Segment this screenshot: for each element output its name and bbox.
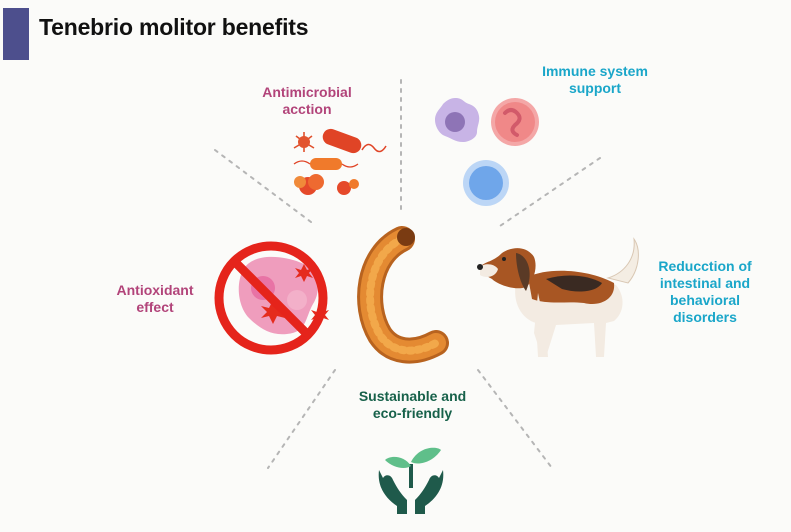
- spoke-lower-left: [267, 369, 336, 469]
- spoke-upper-right: [496, 157, 601, 229]
- page-title: Tenebrio molitor benefits: [39, 14, 309, 40]
- title-accent-bar: [3, 8, 29, 60]
- spoke-upper-left: [214, 149, 316, 226]
- label-sustainable: Sustainable and eco-friendly: [358, 388, 467, 421]
- bacteria-icon: [293, 128, 387, 195]
- label-immune: Immune system support: [542, 63, 648, 96]
- label-intestinal: Reducction of intestinal and behavioral …: [658, 258, 752, 325]
- plant-in-hands-icon: [378, 447, 444, 514]
- no-free-radicals-icon: [214, 241, 329, 355]
- label-antioxidant: Antioxidant effect: [116, 282, 194, 315]
- immune-cells-icon: [435, 98, 539, 206]
- spoke-lower-right: [477, 369, 553, 469]
- mealworm-icon: [357, 226, 449, 364]
- label-antimicrobial: Antimicrobial acction: [262, 84, 352, 117]
- dog-icon: [477, 237, 639, 357]
